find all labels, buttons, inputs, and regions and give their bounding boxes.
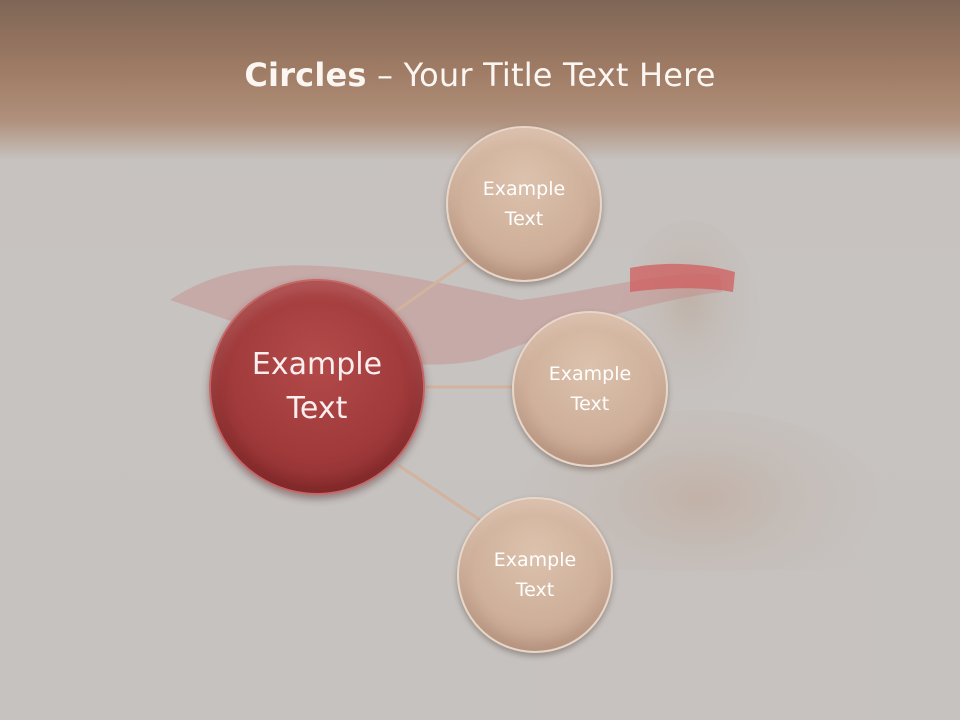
outer-circle-label: Example Text (482, 178, 566, 230)
center-circle-label: Example Text (251, 347, 383, 426)
center-circle[interactable]: Example Text (209, 279, 425, 495)
title-rest: – Your Title Text Here (366, 56, 716, 94)
connector-top (395, 254, 475, 313)
outer-circle-middle[interactable]: Example Text (512, 311, 668, 467)
outer-circle-bottom[interactable]: Example Text (457, 497, 613, 653)
slide-title[interactable]: Circles – Your Title Text Here (0, 52, 960, 98)
outer-circle-top[interactable]: Example Text (446, 126, 602, 282)
title-bold: Circles (244, 56, 367, 94)
outer-circle-label: Example Text (548, 363, 632, 415)
outer-circle-label: Example Text (493, 549, 577, 601)
title-bar (0, 0, 960, 160)
connector-bottom (397, 463, 481, 522)
